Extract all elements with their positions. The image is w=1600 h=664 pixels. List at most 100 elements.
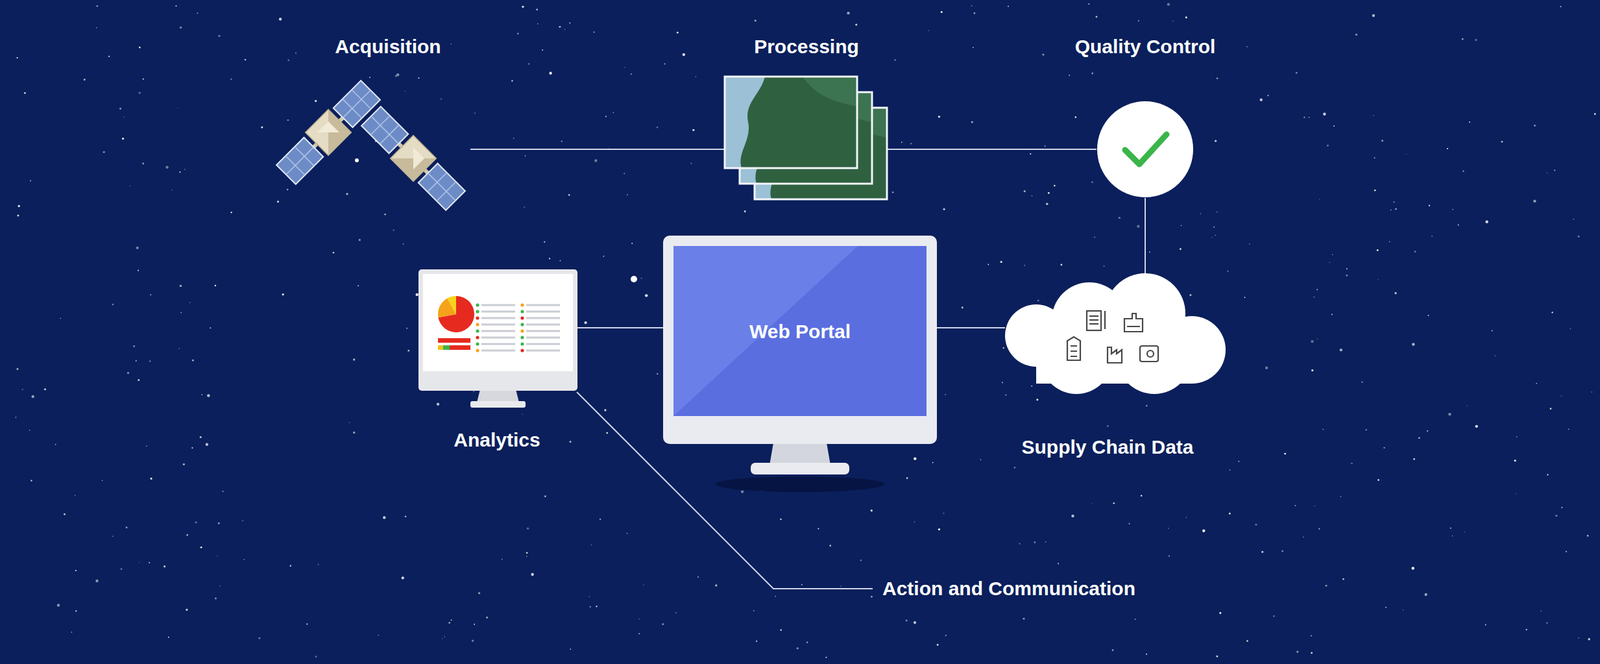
star — [358, 238, 361, 241]
star — [392, 229, 394, 231]
satellite — [274, 78, 382, 186]
star — [690, 162, 692, 165]
star — [1573, 218, 1575, 220]
star — [287, 119, 289, 121]
star — [548, 72, 552, 75]
star — [1491, 330, 1493, 332]
star — [589, 606, 592, 608]
star — [349, 421, 351, 424]
star — [1134, 618, 1137, 620]
star — [314, 99, 317, 102]
star — [179, 26, 182, 29]
list-row — [526, 349, 560, 352]
star — [1452, 208, 1454, 211]
star — [1310, 339, 1314, 343]
star — [1172, 20, 1174, 22]
node-shape — [1005, 273, 1226, 395]
star — [906, 476, 909, 479]
star — [1561, 395, 1563, 397]
star — [112, 303, 115, 306]
star — [177, 107, 178, 109]
star — [1577, 235, 1580, 238]
star — [1313, 505, 1316, 507]
star — [448, 621, 450, 623]
star — [1071, 514, 1074, 518]
star — [697, 576, 699, 578]
star — [142, 162, 145, 165]
star — [1546, 622, 1548, 624]
monitor-bezel — [663, 235, 937, 444]
star — [163, 565, 166, 568]
star — [1513, 459, 1516, 462]
star — [1322, 112, 1326, 116]
star — [243, 558, 245, 560]
star — [406, 327, 408, 329]
star — [306, 622, 308, 625]
list-dot — [475, 322, 479, 326]
star — [1325, 584, 1328, 587]
star — [1045, 541, 1047, 543]
star — [972, 46, 974, 49]
star-dot — [354, 158, 359, 163]
star — [200, 546, 203, 549]
data-cloud: Supply Chain Data — [1005, 273, 1226, 395]
star — [260, 125, 263, 128]
star — [127, 371, 130, 374]
star — [1474, 38, 1477, 41]
monitor-shadow — [715, 476, 885, 492]
panel-grid — [286, 147, 314, 175]
star — [801, 583, 803, 586]
star — [676, 31, 679, 34]
star — [404, 515, 407, 518]
star — [1394, 291, 1397, 294]
star — [905, 618, 908, 621]
list-dot — [520, 309, 524, 313]
star — [522, 413, 524, 415]
list-dot — [520, 303, 524, 307]
star — [184, 168, 185, 170]
star — [1533, 199, 1536, 203]
star — [1091, 502, 1092, 504]
map-land-light — [802, 76, 858, 107]
star — [444, 635, 446, 637]
node-label: Supply Chain Data — [1021, 435, 1194, 459]
star — [168, 636, 170, 638]
star — [642, 583, 644, 585]
bar — [437, 338, 471, 343]
pen-icon — [1104, 310, 1106, 329]
star — [218, 35, 220, 37]
node-shape — [663, 235, 937, 483]
star — [979, 458, 982, 461]
star — [971, 120, 974, 123]
star — [60, 317, 61, 319]
star — [1385, 606, 1387, 608]
star — [315, 655, 318, 658]
connector-line — [577, 327, 664, 329]
star — [1342, 578, 1344, 580]
star — [1248, 243, 1250, 244]
satellite-shade — [390, 135, 437, 182]
star — [95, 579, 98, 582]
star — [936, 643, 939, 646]
star — [1246, 639, 1248, 642]
star — [1372, 14, 1375, 17]
star — [1296, 650, 1299, 653]
star — [1053, 184, 1056, 187]
star — [569, 440, 571, 443]
star — [230, 78, 233, 81]
star — [1461, 38, 1464, 41]
star — [913, 620, 917, 624]
list-dot — [475, 309, 479, 313]
list-dot — [475, 303, 479, 307]
star — [1414, 250, 1417, 253]
star — [1145, 653, 1148, 655]
star — [471, 639, 474, 642]
star — [189, 302, 191, 304]
star — [295, 52, 297, 54]
star — [973, 12, 976, 15]
star — [1427, 314, 1429, 316]
satellite-face — [317, 121, 340, 144]
star — [1411, 566, 1414, 570]
star — [530, 572, 534, 576]
star — [1322, 428, 1324, 431]
